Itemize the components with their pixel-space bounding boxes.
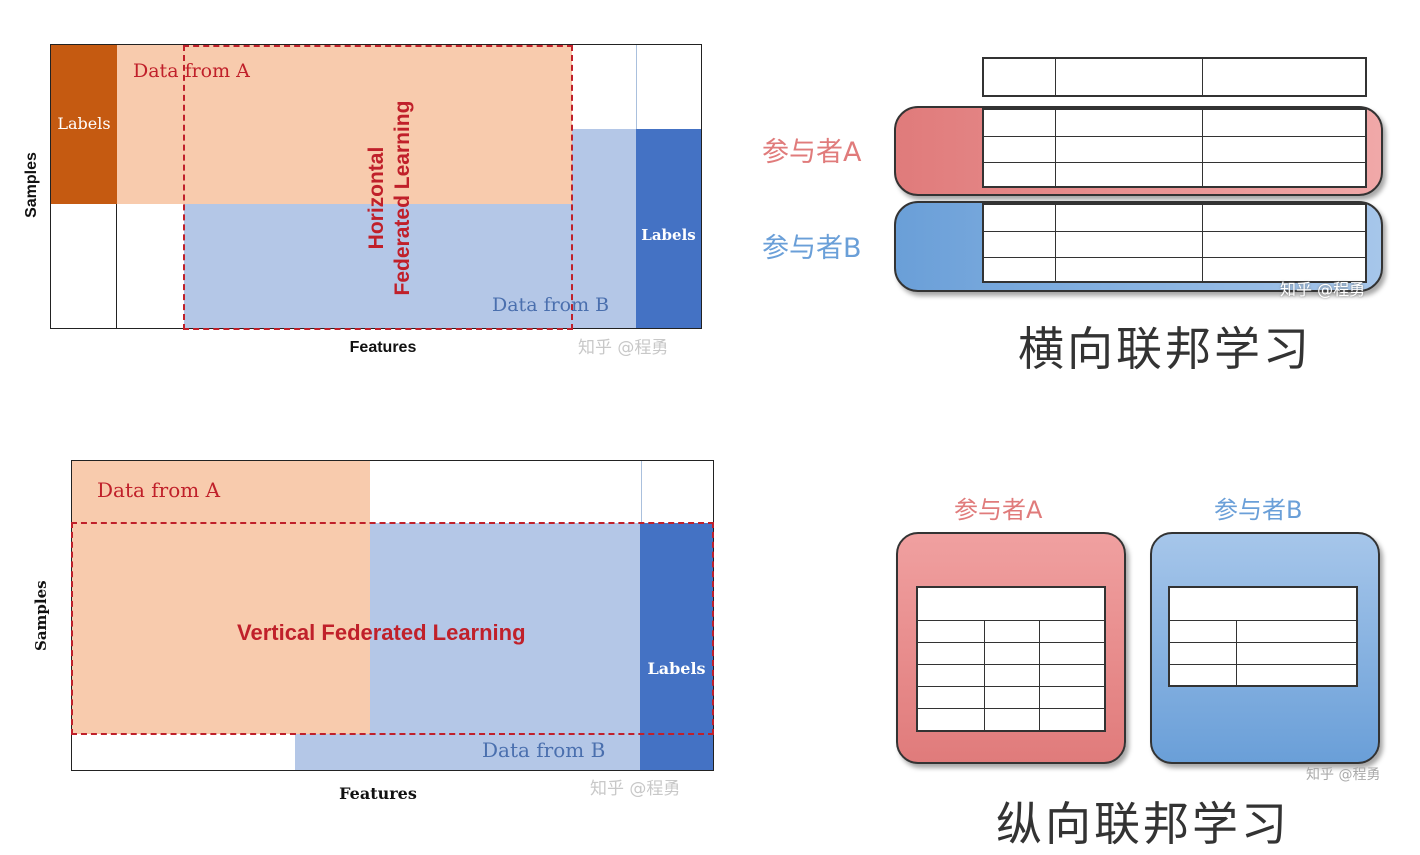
horizontal-fl-title-line2: Federated Learning [391,100,414,296]
participant-a-table [982,108,1367,188]
x-axis-label: Features [339,784,417,803]
watermark-text: 知乎 @程勇 [590,779,681,799]
data-from-a-label: Data from A [133,60,250,82]
right-column-divider [636,45,637,129]
vertical-fl-diagram: Labels Data from A Vertical Federated Le… [0,440,740,850]
party-b-labels-text: Labels [641,226,696,244]
horizontal-fl-illustration: 参与者A 参与者B 知乎 @程勇 横向联邦学习 [740,0,1420,380]
data-from-a-label: Data from A [97,478,221,502]
vertical-fl-title: Vertical Federated Learning [237,620,526,645]
data-from-b-label: Data from B [492,294,610,316]
party-b-data-region-tail [295,734,370,770]
horizontal-fl-title: Horizontal Federated Learning [364,78,420,318]
data-from-b-label: Data from B [482,738,606,762]
party-b-data-region-upper [572,129,636,204]
party-a-labels-text: Labels [57,114,111,133]
party-b-labels-block [636,129,701,328]
party-a-labels-block [51,45,117,204]
labels-block [640,523,713,770]
participant-b-table [1168,586,1358,687]
y-axis-label: Samples [23,152,40,218]
watermark-text: 知乎 @程勇 [1280,280,1366,299]
horizontal-overlap-dashed-box [183,45,573,330]
horizontal-fl-caption: 横向联邦学习 [1018,322,1312,376]
labels-text: Labels [647,659,706,678]
y-axis-label: Samples [32,580,50,651]
x-axis-label: Features [349,339,417,356]
party-a-data-region [117,45,572,204]
party-b-data-region-lower [184,204,636,328]
watermark-text: 知乎 @程勇 [1306,767,1381,783]
vertical-fl-illustration: 参与者A 参与者B 知乎 @程勇 纵向联邦学习 [860,470,1420,855]
participant-b-table [982,203,1367,283]
horizontal-fl-diagram: Labels Labels Data from A Data from B Ho… [0,0,720,380]
participant-a-table [916,586,1106,732]
party-b-data-region [370,523,640,770]
label-column-divider [116,204,117,329]
participant-b-label: 参与者B [762,233,862,264]
vertical-overlap-dashed-box [71,522,714,735]
participant-a-label: 参与者A [762,137,862,168]
right-column-divider [641,461,642,523]
party-a-data-region [72,461,370,734]
vertical-fl-caption: 纵向联邦学习 [996,797,1290,851]
horizontal-fl-title-line1: Horizontal [365,146,388,250]
feature-header-table [982,57,1367,97]
participant-b-label: 参与者B [1214,496,1303,524]
participant-a-label: 参与者A [954,496,1043,524]
watermark-text: 知乎 @程勇 [578,338,669,358]
